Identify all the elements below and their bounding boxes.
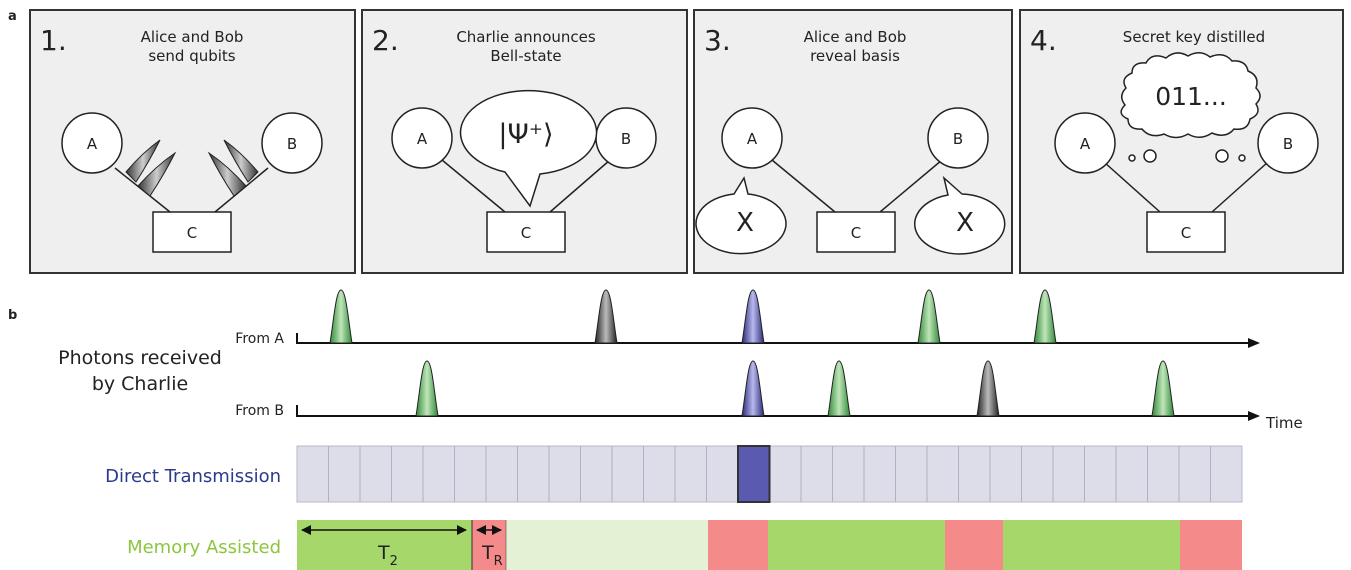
node-c-label: C [1181,224,1191,242]
thought-cloud [1120,52,1261,139]
node-c-label: C [187,224,197,242]
photon-pulse-green [917,289,941,344]
node-b-label: B [287,135,297,153]
panel-4-title: Secret key distilled [1123,28,1265,46]
photon-pulse-green [827,360,851,417]
speech-bubble [459,89,598,208]
from-a-label: From A [235,331,284,347]
direct-transmission-bar [296,445,1243,503]
photon-pulse-gray [594,289,618,344]
node-a [721,107,783,169]
node-b-label: B [621,130,631,148]
part-a-label: a [8,9,17,24]
qubit-pulse-b2 [207,151,247,197]
photon-pulse-green [1033,289,1057,344]
photon-pulse-blue [741,289,765,344]
from-b-label: From B [235,403,284,419]
thought-dot [1128,154,1136,162]
memory-storage-window [768,520,945,570]
t2-label: T2 [377,542,398,569]
qubit-pulse-b1 [223,139,259,183]
tr-label: TR [481,542,503,569]
panel-2-title-line2: Bell-state [490,47,561,65]
panel-3: 3. Alice and Bob reveal basis A B C X X [693,9,1013,274]
thought-dot [1238,154,1246,162]
timeline: Photons received by Charlie From A From … [58,289,1303,570]
panel-2-title-line1: Charlie announces [456,28,596,46]
panel-2: 2. Charlie announces Bell-state A B C |Ψ… [361,9,688,274]
from-a-axis [296,333,1260,348]
panel-3-number: 3. [704,24,731,57]
memory-reset-window [708,520,768,570]
memory-assisted-label: Memory Assisted [127,537,281,558]
time-label: Time [1265,414,1303,432]
secret-key-text: 011... [1155,82,1227,111]
node-b-label: B [1283,135,1293,153]
qubit-pulse-a2 [137,151,177,197]
node-c-label: C [521,224,531,242]
node-b [1257,112,1319,174]
node-c [1146,211,1226,253]
memory-storage-window [1003,520,1180,570]
pulses-from-a [329,289,1057,344]
basis-bubble-right [914,175,1006,255]
node-a-label: A [87,135,98,153]
node-c [486,211,566,253]
node-a [61,112,123,174]
photon-pulse-blue [741,360,765,417]
photons-received-label-line1: Photons received [58,347,222,369]
thought-dot [1215,149,1229,163]
photon-pulse-gray [976,360,1000,417]
memory-assisted-bar: T2 TR [297,520,1242,570]
memory-idle-window [506,520,708,570]
thought-dot [1143,149,1157,163]
node-c [152,211,232,253]
photons-received-label-line2: by Charlie [92,373,188,395]
basis-bubble-left [695,176,787,255]
panel-1-title-line1: Alice and Bob [141,28,244,46]
basis-right-text: X [956,208,974,238]
direct-transmission-label: Direct Transmission [105,466,281,487]
panel-4-number: 4. [1030,24,1057,57]
node-a-label: A [417,130,428,148]
node-a [1054,112,1116,174]
photon-pulse-green [329,289,353,344]
memory-reset-window [1180,520,1242,570]
part-b-label: b [8,308,17,323]
node-a-label: A [1080,135,1091,153]
node-b-label: B [953,130,963,148]
node-c [816,211,896,253]
memory-reset-window [945,520,1003,570]
direct-success-slot [737,445,771,503]
panel-1-title-line2: send qubits [148,47,235,65]
panel-4: 4. Secret key distilled A B C 011... [1019,9,1344,274]
bell-state-text: |Ψ⁺⟩ [498,119,553,150]
node-b [261,112,323,174]
node-a [391,107,453,169]
node-c-label: C [851,224,861,242]
qubit-pulse-a1 [125,139,161,183]
panel-2-number: 2. [372,24,399,57]
photon-pulse-green [415,360,439,417]
from-b-axis [296,405,1260,421]
panel-1: 1. Alice and Bob send qubits A B C [29,9,356,274]
basis-left-text: X [736,208,754,238]
pulses-from-b [415,360,1175,417]
panel-3-title-line1: Alice and Bob [804,28,907,46]
node-b [927,107,989,169]
node-a-label: A [747,130,758,148]
photon-pulse-green [1151,360,1175,417]
panel-1-number: 1. [40,24,67,57]
panel-3-title-line2: reveal basis [810,47,900,65]
